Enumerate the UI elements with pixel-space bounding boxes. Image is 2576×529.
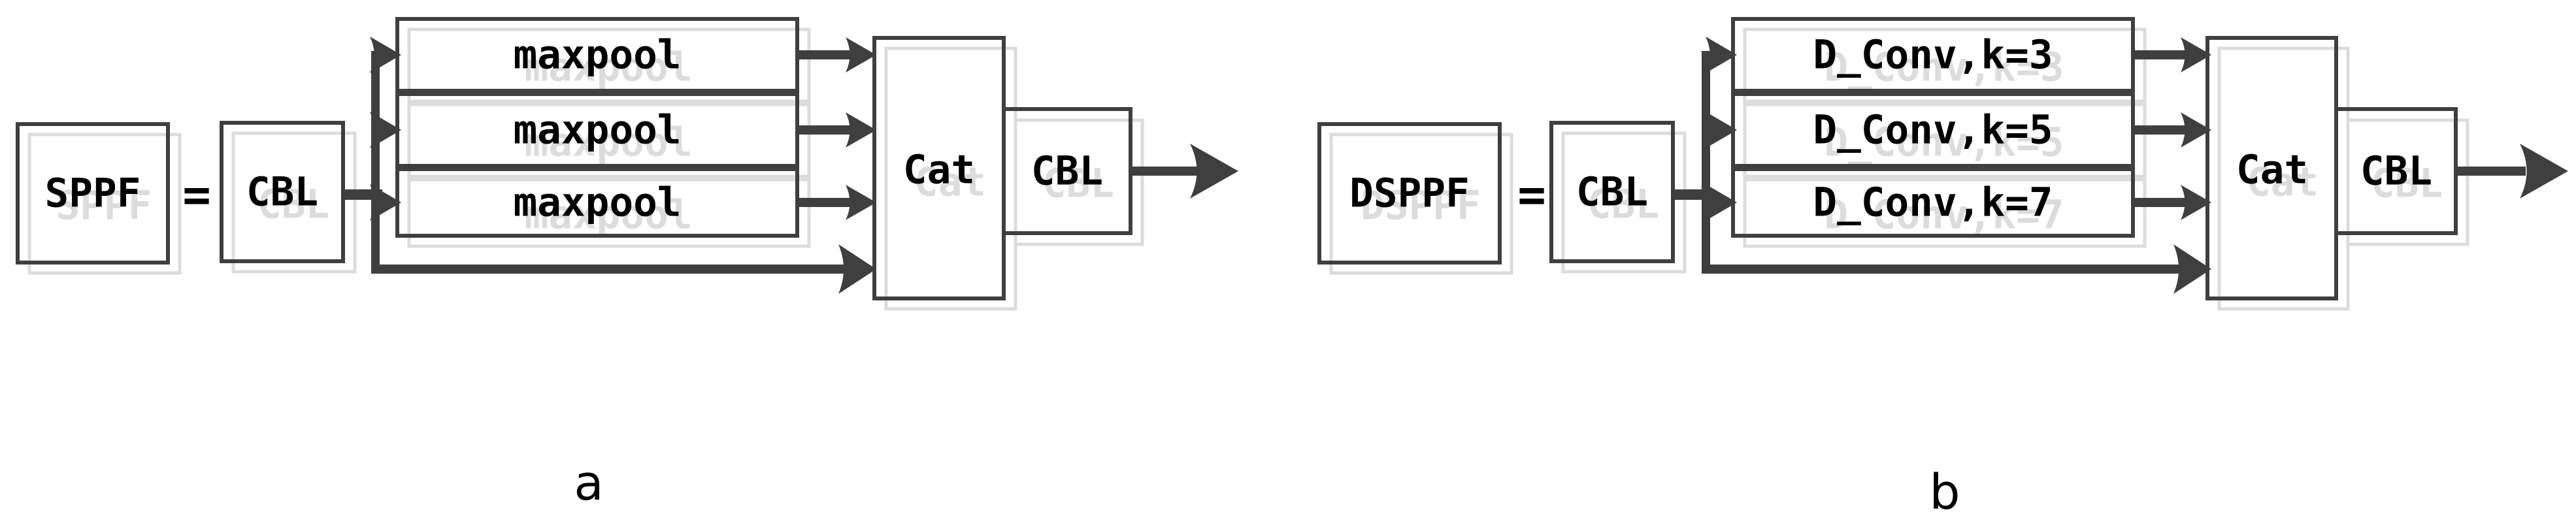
sppf-input-cbl-box bbox=[220, 121, 345, 263]
sppf-output-cbl-label-shadow: CBL bbox=[1042, 161, 1114, 207]
sppf-output-cbl-label: CBL bbox=[1031, 148, 1103, 195]
dsppf-cat-label-shadow: Cat bbox=[2247, 159, 2319, 206]
dsppf-branch-3-label: D_Conv,k=7 bbox=[1813, 180, 2053, 226]
sppf-branch-2-label-shadow: maxpool bbox=[524, 120, 692, 166]
sppf-input-cbl-label-shadow: CBL bbox=[257, 182, 329, 228]
sppf-output-line bbox=[1131, 167, 1208, 176]
dsppf-output-cbl-box-shadow bbox=[2346, 118, 2469, 246]
sppf-branch-2-out-line bbox=[797, 125, 854, 135]
sppf-input-cbl-box-shadow bbox=[231, 131, 357, 274]
sppf-input-cbl-label: CBL bbox=[246, 169, 318, 216]
sppf-branch-2-label: maxpool bbox=[513, 107, 681, 153]
dsppf-trunk-line bbox=[1702, 51, 1710, 274]
dsppf-branch-3-out-arrowhead bbox=[2181, 185, 2211, 220]
sppf-branch-1-label-shadow: maxpool bbox=[524, 44, 692, 91]
dsppf-branch-1-box-shadow bbox=[1743, 27, 2147, 103]
dsppf-branch-2-out-line bbox=[2133, 125, 2187, 135]
dsppf-output-cbl-label: CBL bbox=[2360, 148, 2432, 195]
dsppf-cat-label: Cat bbox=[2236, 147, 2308, 193]
sppf-cat-label: Cat bbox=[903, 147, 975, 193]
dsppf-branch-2-box bbox=[1731, 92, 2135, 168]
dsppf-branch-2-out-arrowhead bbox=[2181, 112, 2211, 148]
sppf-module-box bbox=[16, 122, 170, 264]
dsppf-output-cbl-label-shadow: CBL bbox=[2371, 161, 2443, 207]
sppf-output-cbl-box-shadow bbox=[1014, 118, 1144, 246]
dsppf-branch-1-out-arrowhead bbox=[2181, 37, 2211, 72]
diagram-dsppf: DSPPF CBL D_Conv,k=3 D_Conv,k=5 D_Conv,k… bbox=[1317, 17, 2568, 521]
dsppf-branch-2-label: D_Conv,k=5 bbox=[1813, 107, 2053, 153]
diagram-sppf: SPPF CBL maxpool maxpool maxpool Cat CBL bbox=[16, 17, 1238, 511]
sppf-bypass-line bbox=[371, 264, 850, 274]
sppf-branch-1-out-line bbox=[797, 50, 854, 59]
caption-label-a: a bbox=[574, 455, 603, 511]
dsppf-equals-sign: = bbox=[1517, 167, 1545, 222]
dsppf-bypass-arrowhead bbox=[2173, 244, 2211, 294]
sppf-output-arrowhead bbox=[1190, 144, 1238, 199]
dsppf-branch-3-box bbox=[1731, 167, 2135, 238]
dsppf-branch-2-box-shadow bbox=[1743, 103, 2147, 178]
sppf-module-box-shadow bbox=[27, 133, 182, 275]
dsppf-branch-2-in-arrowhead bbox=[1706, 112, 1737, 148]
sppf-branch-1-label: maxpool bbox=[513, 32, 681, 78]
dsppf-module-label: DSPPF bbox=[1349, 170, 1470, 217]
sppf-trunk-line bbox=[371, 51, 380, 274]
sppf-branch-1-in-arrowhead bbox=[370, 37, 401, 73]
dsppf-output-line bbox=[2456, 167, 2526, 176]
sppf-branch-2-in-arrowhead bbox=[370, 112, 401, 148]
sppf-branch-1-box-shadow bbox=[407, 27, 811, 103]
sppf-branch-3-in-arrowhead bbox=[370, 184, 401, 221]
sppf-branch-3-box bbox=[395, 167, 799, 238]
dsppf-branch-1-in-arrowhead bbox=[1706, 37, 1737, 73]
dsppf-module-box-shadow bbox=[1329, 133, 1513, 275]
dsppf-input-cbl-label: CBL bbox=[1576, 169, 1648, 216]
sppf-cat-label-shadow: Cat bbox=[914, 159, 986, 206]
sppf-branch-2-box-shadow bbox=[407, 103, 811, 178]
sppf-bypass-arrowhead bbox=[838, 244, 876, 294]
sppf-output-cbl-box bbox=[1002, 107, 1132, 235]
dsppf-branch-3-box-shadow bbox=[1743, 178, 2147, 248]
dsppf-input-cbl-label-shadow: CBL bbox=[1587, 182, 1659, 228]
dsppf-branch-1-label-shadow: D_Conv,k=3 bbox=[1824, 44, 2064, 91]
dsppf-branch-3-label-shadow: D_Conv,k=7 bbox=[1824, 192, 2064, 238]
dsppf-branch-2-label-shadow: D_Conv,k=5 bbox=[1824, 120, 2064, 166]
dsppf-input-cbl-box-shadow bbox=[1561, 131, 1687, 274]
dsppf-branch-3-out-line bbox=[2133, 198, 2187, 207]
sppf-branch-1-box bbox=[395, 17, 799, 93]
sppf-branch-3-box-shadow bbox=[407, 178, 811, 248]
dsppf-input-cbl-box bbox=[1549, 121, 1675, 263]
dsppf-branch-1-out-line bbox=[2133, 50, 2187, 59]
dsppf-bypass-line bbox=[1702, 264, 2183, 274]
sppf-branch-2-box bbox=[395, 92, 799, 168]
dsppf-output-cbl-box bbox=[2334, 107, 2458, 235]
sppf-branch-3-out-arrowhead bbox=[846, 185, 876, 220]
sppf-branch-3-label-shadow: maxpool bbox=[524, 192, 692, 238]
sppf-branch-2-out-arrowhead bbox=[846, 112, 876, 148]
dsppf-branch-1-label: D_Conv,k=3 bbox=[1813, 32, 2053, 78]
sppf-module-label-shadow: SPPF bbox=[56, 183, 152, 229]
dsppf-branch-3-in-arrowhead bbox=[1706, 184, 1737, 221]
caption-label-b: b bbox=[1930, 464, 1960, 521]
sppf-branch-1-out-arrowhead bbox=[846, 37, 876, 72]
dsppf-branch-1-box bbox=[1731, 17, 2135, 93]
dsppf-module-label-shadow: DSPPF bbox=[1361, 183, 1481, 229]
dsppf-output-arrowhead bbox=[2520, 144, 2568, 199]
sppf-branch-3-label: maxpool bbox=[513, 180, 681, 226]
sppf-module-label: SPPF bbox=[45, 170, 141, 217]
sppf-equals-sign: = bbox=[182, 167, 210, 222]
dsppf-module-box bbox=[1317, 122, 1502, 264]
sppf-branch-3-out-line bbox=[797, 198, 854, 207]
